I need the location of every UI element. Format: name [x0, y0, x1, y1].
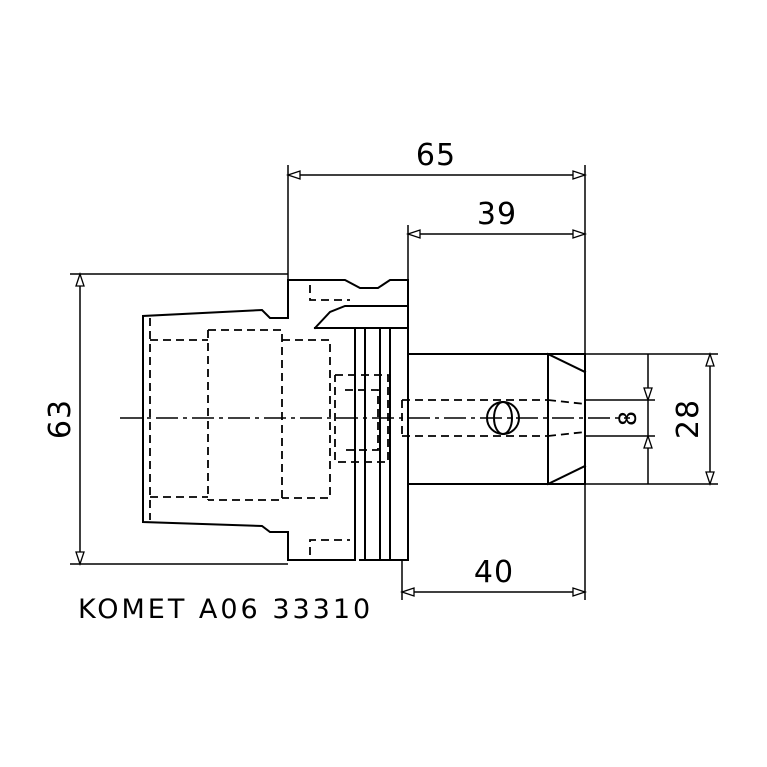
- dimension-63-text: 63: [43, 399, 78, 439]
- dimension-63: 63: [43, 271, 288, 567]
- dimension-65: 65: [285, 138, 588, 354]
- dimension-65-text: 65: [416, 138, 456, 173]
- dimension-8: 8: [585, 354, 655, 484]
- dimension-39-text: 39: [477, 197, 517, 232]
- dimension-39: 39: [405, 197, 588, 280]
- hidden-lines: [149, 285, 586, 555]
- dimension-8-text: 8: [614, 410, 642, 426]
- part-outline: [142, 279, 587, 561]
- dimension-40: 40: [399, 484, 588, 600]
- part-label: KOMET A06 33310: [78, 594, 373, 625]
- dimension-28-text: 28: [671, 399, 706, 439]
- dimension-28: 28: [585, 351, 718, 487]
- dimension-40-text: 40: [474, 555, 514, 590]
